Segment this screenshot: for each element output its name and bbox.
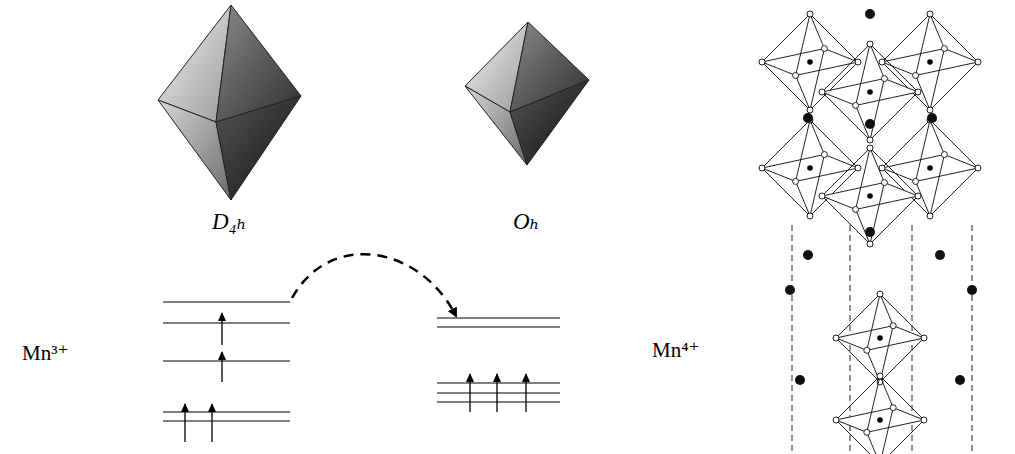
oh-levels (437, 318, 560, 402)
regular-octahedron (465, 22, 589, 165)
dashed-arrow (292, 254, 456, 316)
layered-crystal-structure (759, 9, 981, 454)
oh-electrons (470, 374, 526, 412)
ion-label: Mn³⁺ (22, 343, 69, 364)
ion-label: Mn⁴⁺ (652, 340, 700, 361)
elongated-octahedron (158, 5, 301, 200)
d4h-electrons (185, 313, 222, 442)
symmetry-label: D₄ₕ (212, 210, 247, 233)
symmetry-label: Oₕ (513, 210, 540, 233)
d4h-levels (163, 302, 290, 421)
